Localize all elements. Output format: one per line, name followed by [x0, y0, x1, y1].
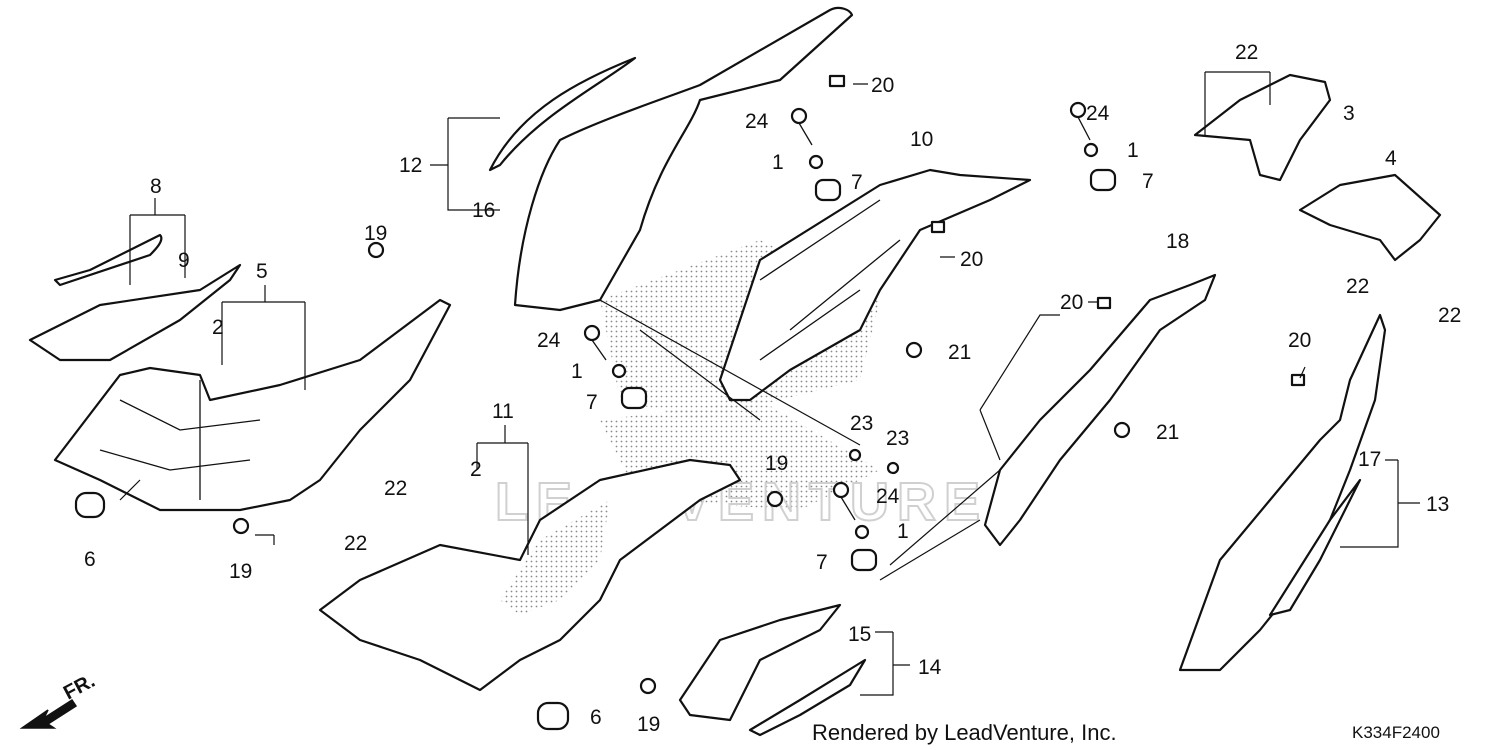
callout-19a: 19 — [364, 222, 387, 245]
floor-cover-dots — [500, 500, 610, 615]
credit-text: Rendered by LeadVenture, Inc. — [812, 720, 1117, 745]
callout-11: 11 — [492, 400, 514, 423]
callout-17: 17 — [1358, 448, 1381, 471]
callout-8: 8 — [150, 175, 162, 198]
callout-23a: 23 — [850, 412, 873, 435]
lower-stripe-part-14 — [748, 658, 867, 737]
grommet-6b — [536, 701, 570, 731]
lower-stripe-part-15 — [678, 603, 842, 722]
screw-19c — [766, 490, 784, 508]
callout-24d: 24 — [876, 485, 900, 508]
grommet-7b — [1089, 168, 1117, 192]
callout-19d: 19 — [637, 713, 660, 736]
callout-21b: 21 — [1156, 421, 1179, 444]
callout-15: 15 — [848, 623, 871, 646]
bolt-24d — [832, 481, 856, 521]
callout-20d: 20 — [1288, 329, 1311, 352]
callout-2a: 2 — [212, 316, 224, 339]
callout-10: 10 — [910, 128, 933, 151]
frame-cover-ribs — [759, 199, 901, 361]
callout-1b: 1 — [1127, 139, 1139, 162]
frame-cover-part-10 — [718, 168, 1032, 402]
callout-7c: 7 — [586, 391, 598, 414]
callout-7d: 7 — [816, 551, 828, 574]
grommet-7d — [850, 548, 878, 572]
callout-24b: 24 — [1086, 102, 1110, 125]
callout-14: 14 — [918, 656, 942, 679]
callout-20c: 20 — [1060, 291, 1083, 314]
rear-stripe-part-13 — [1268, 478, 1362, 617]
clip-20a — [828, 74, 846, 88]
callout-19b: 19 — [229, 560, 252, 583]
callout-24a: 24 — [745, 110, 769, 133]
callout-3: 3 — [1343, 102, 1355, 125]
grommet-6a — [74, 491, 106, 519]
front-label: FR. — [60, 670, 99, 705]
diagram-code: K334F2400 — [1352, 723, 1440, 742]
callout-20a: 20 — [871, 74, 894, 97]
bolt-24b — [1069, 101, 1091, 141]
screw-19d — [639, 677, 657, 695]
callout-12: 12 — [399, 154, 422, 177]
callout-1d: 1 — [897, 520, 909, 543]
callout-18: 18 — [1166, 230, 1189, 253]
callout-1a: 1 — [772, 151, 784, 174]
inner-cover-part-5 — [53, 298, 452, 512]
rivet-21a — [905, 341, 923, 359]
screw-23a — [848, 448, 862, 462]
callout-21a: 21 — [948, 341, 971, 364]
grommet-7a — [814, 178, 842, 202]
trim-strip-part-8 — [53, 233, 163, 287]
rear-side-bracket-part-4 — [1298, 173, 1442, 262]
callout-22d: 22 — [1346, 275, 1369, 298]
callout-2b: 2 — [470, 458, 482, 481]
screw-19b — [232, 517, 250, 535]
callout-5: 5 — [256, 260, 268, 283]
callout-23b: 23 — [886, 427, 909, 450]
washer-1c — [611, 363, 627, 379]
callout-24c: 24 — [537, 329, 561, 352]
callout-9: 9 — [178, 249, 190, 272]
callout-1c: 1 — [571, 360, 583, 383]
bolt-24c — [583, 324, 607, 361]
inner-panel-part-9 — [28, 263, 242, 362]
rear-top-cover-part-3 — [1193, 73, 1332, 182]
grommet-7c — [620, 386, 648, 410]
washer-1b — [1083, 142, 1099, 158]
front-direction-indicator: FR. — [19, 670, 99, 729]
inner-cover-ribs — [99, 380, 261, 500]
callout-19c: 19 — [765, 452, 788, 475]
callout-6a: 6 — [84, 548, 96, 571]
front-arrow-icon — [19, 698, 78, 729]
callout-22b: 22 — [384, 477, 407, 500]
bolt-24a — [790, 107, 813, 146]
callout-22e: 22 — [1438, 304, 1461, 327]
washer-1d — [854, 524, 870, 540]
callout-7a: 7 — [851, 171, 863, 194]
center-side-cover-part-18 — [983, 273, 1217, 547]
callout-20b: 20 — [960, 248, 983, 271]
screw-23b — [886, 461, 900, 475]
callout-22c: 22 — [1235, 41, 1258, 64]
leader-lines — [119, 71, 1420, 696]
callout-labels: 8 9 5 2 6 19 22 19 12 16 20 24 1 7 10 20… — [84, 41, 1461, 736]
side-stripe-part-12 — [488, 56, 637, 172]
clip-20c — [1096, 296, 1112, 310]
upper-side-cover-part-16 — [513, 6, 854, 312]
rivet-21b — [1113, 421, 1131, 439]
clip-20b — [930, 220, 946, 234]
callout-4: 4 — [1385, 147, 1397, 170]
clip-20d — [1290, 373, 1306, 387]
screw-19a — [367, 241, 385, 259]
callout-22a: 22 — [344, 532, 367, 555]
callout-13: 13 — [1426, 493, 1449, 516]
callout-16: 16 — [472, 199, 495, 222]
callout-6b: 6 — [590, 706, 602, 729]
washer-1a — [808, 154, 824, 170]
callout-7b: 7 — [1142, 170, 1154, 193]
